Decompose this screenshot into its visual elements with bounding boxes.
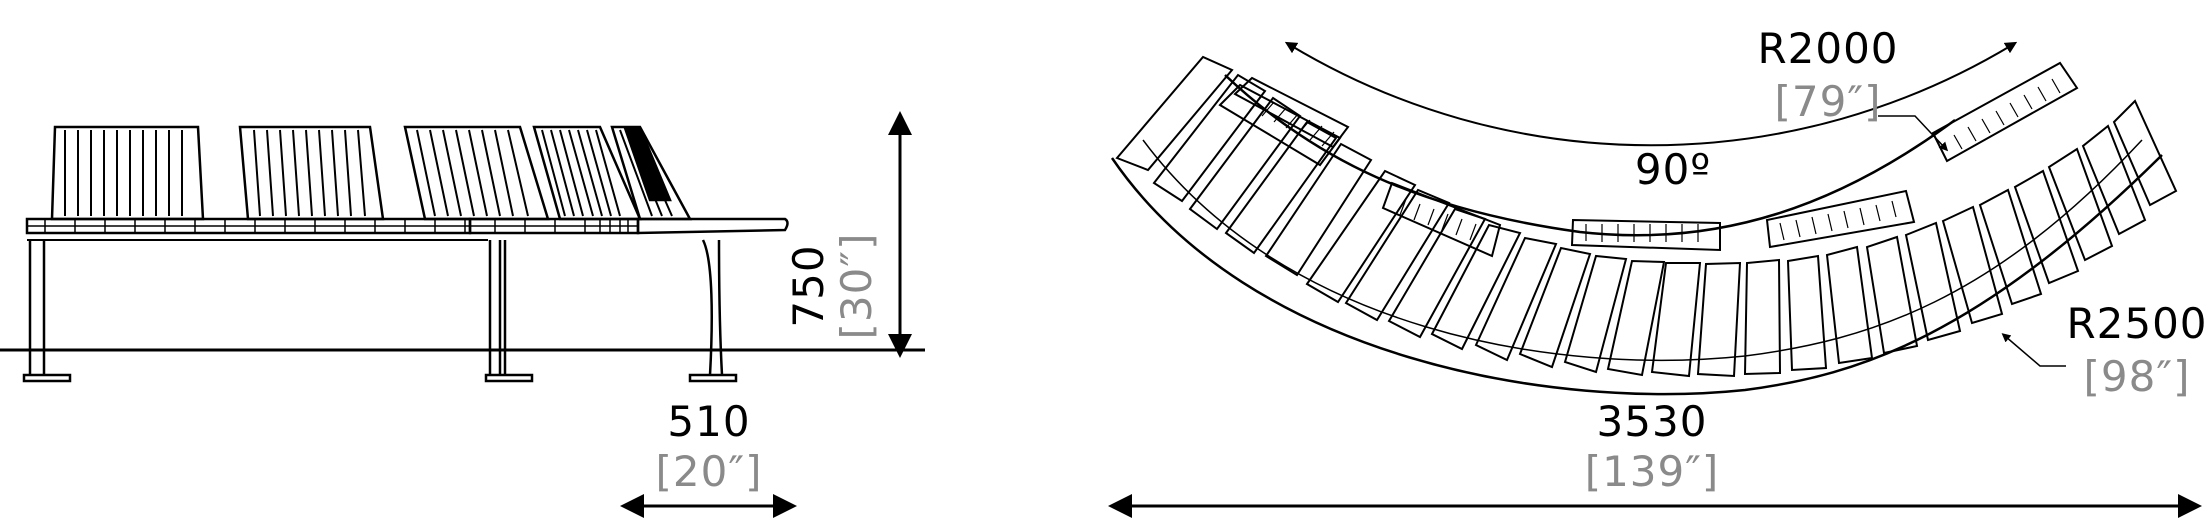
seat-slat-divisions xyxy=(44,219,629,233)
depth-value-label: 510 xyxy=(667,397,750,446)
overall-width-value-label: 3530 xyxy=(1597,397,1708,446)
side-view xyxy=(0,111,925,518)
plan-view xyxy=(1108,41,2202,518)
depth-inches-label: [20″] xyxy=(656,447,763,496)
inner-arc-band xyxy=(1224,74,1956,237)
bench-modules-plan xyxy=(1115,55,2178,378)
inner-radius-value-label: R2000 xyxy=(1757,24,1898,73)
outer-radius-inches-label: [98″] xyxy=(2084,352,2191,401)
angle-arc xyxy=(1284,41,2018,147)
outer-radius-value-label: R2500 xyxy=(2066,299,2207,348)
angle-label: 90º xyxy=(1635,145,1711,194)
bench-seat-frame xyxy=(25,217,789,241)
inner-radius-leader xyxy=(1878,115,1949,152)
outer-arc-band-2 xyxy=(1142,139,2143,362)
backrest-slats-plan xyxy=(1249,78,2061,242)
bench-legs xyxy=(22,239,738,383)
height-inches-label: [30″] xyxy=(832,233,881,340)
outer-radius-leader xyxy=(2001,333,2066,367)
overall-width-inches-label: [139″] xyxy=(1585,447,1720,496)
bench-backrests xyxy=(50,125,693,221)
height-value-label: 750 xyxy=(784,244,833,327)
outer-arc-band xyxy=(1110,154,2163,396)
inner-radius-inches-label: [79″] xyxy=(1775,77,1882,126)
backrest-units-plan xyxy=(1218,61,2079,258)
